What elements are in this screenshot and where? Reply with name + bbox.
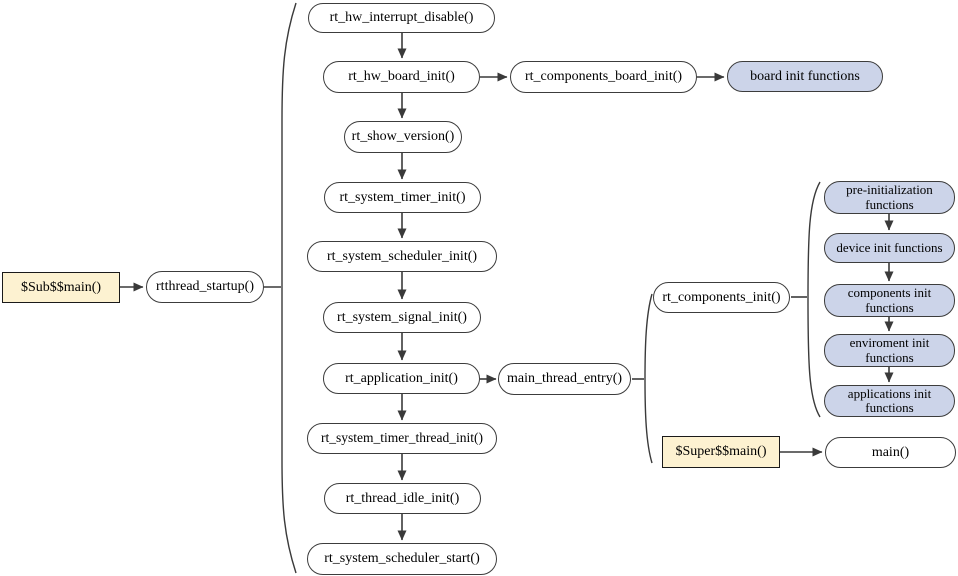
- node-sub-main: $Sub$$main(): [2, 272, 120, 303]
- node-rt-system-scheduler-init: rt_system_scheduler_init(): [307, 241, 497, 272]
- node-rt-components-init: rt_components_init(): [653, 282, 790, 313]
- components-init-group-brace: [807, 181, 821, 418]
- node-rt-application-init: rt_application_init(): [323, 363, 480, 394]
- node-rt-thread-idle-init: rt_thread_idle_init(): [324, 483, 481, 514]
- node-rt-system-scheduler-start: rt_system_scheduler_start(): [307, 543, 497, 575]
- node-board-init-functions: board init functions: [727, 61, 883, 92]
- node-rt-show-version: rt_show_version(): [344, 121, 462, 153]
- node-rt-hw-board-init: rt_hw_board_init(): [323, 61, 480, 93]
- node-rtthread-startup: rtthread_startup(): [146, 271, 264, 303]
- node-main-thread-entry: main_thread_entry(): [498, 363, 631, 395]
- node-device-init-functions: device init functions: [824, 233, 955, 263]
- main-thread-group-brace: [644, 293, 653, 464]
- node-rt-components-board-init: rt_components_board_init(): [510, 61, 697, 93]
- node-components-init-functions: components init functions: [824, 284, 955, 317]
- node-enviroment-init-functions: enviroment init functions: [824, 334, 955, 367]
- node-rt-system-signal-init: rt_system_signal_init(): [323, 302, 481, 333]
- node-applications-init-functions: applications init functions: [824, 385, 955, 417]
- node-super-main: $Super$$main(): [662, 436, 780, 468]
- startup-group-brace: [281, 2, 297, 574]
- node-rt-system-timer-thread-init: rt_system_timer_thread_init(): [307, 423, 497, 454]
- node-pre-initialization-functions: pre-initialization functions: [824, 181, 955, 214]
- node-rt-system-timer-init: rt_system_timer_init(): [324, 182, 481, 213]
- node-main: main(): [825, 437, 956, 468]
- node-rt-hw-interrupt-disable: rt_hw_interrupt_disable(): [308, 3, 495, 33]
